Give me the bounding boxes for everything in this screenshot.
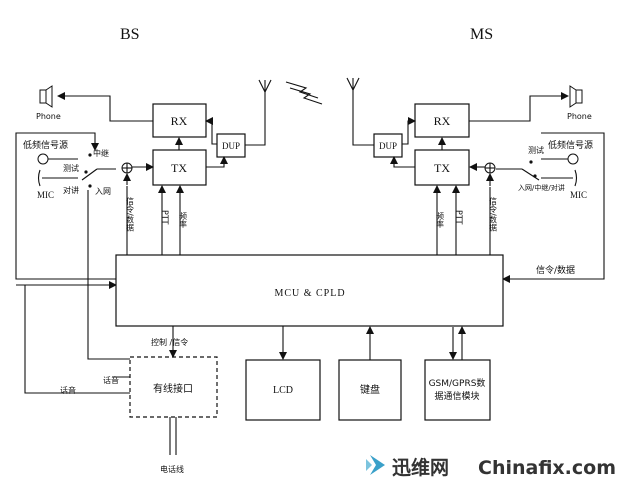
bs-mic-label: MIC	[37, 190, 54, 200]
ms-rx-label: RX	[434, 114, 451, 128]
title-bs: BS	[120, 26, 140, 43]
gsm-module-line1: GSM/GPRS数	[429, 377, 486, 389]
bs-mic-icon	[37, 169, 78, 187]
wired-voice-out-label: 话音	[60, 385, 76, 395]
ms-mic-icon	[541, 169, 578, 187]
bs-intercom-label: 对讲	[63, 185, 79, 195]
bs-network-label: 入网	[95, 187, 111, 196]
bs-cmd-data-label: 信令/数据	[126, 196, 135, 233]
lcd-label: LCD	[273, 385, 293, 396]
mcu-cpld-box	[115, 254, 504, 327]
bs-test-label: 测试	[63, 163, 79, 173]
bs-lowfreq-label: 低频信号源	[23, 139, 68, 151]
keyboard-label: 键盘	[360, 383, 380, 396]
keyboard-box	[338, 359, 402, 421]
ms-lowfreq-label: 低频信号源	[548, 139, 593, 151]
ms-freq-label: 频率	[436, 211, 445, 229]
bs-relay-label: 中继	[93, 148, 109, 158]
bs-ptt-label: PTT	[161, 210, 170, 225]
ms-ptt-label: PTT	[455, 210, 464, 225]
ms-antenna-icon	[346, 77, 360, 122]
ms-phone-icon	[569, 85, 583, 108]
ms-dup-label: DUP	[379, 141, 397, 151]
gsm-module-line2: 据通信模块	[434, 390, 479, 402]
watermark-en: Chinafix.com	[478, 457, 616, 479]
chinafix-logo-icon	[370, 455, 385, 475]
ms-summer-icon	[484, 162, 496, 174]
bs-signal-source-icon	[37, 153, 78, 165]
bs-tx-label: TX	[171, 161, 187, 175]
bs-rx-label: RX	[171, 114, 188, 128]
ms-phone-label: Phone	[567, 112, 592, 121]
ms-network-label: 入网/中继/对讲	[518, 183, 565, 192]
bs-summer-icon	[121, 162, 133, 174]
ms-signal-source-icon	[541, 153, 579, 165]
title-ms: MS	[470, 26, 493, 43]
chinafix-watermark: 迅维网 Chinafix.com	[355, 445, 640, 487]
bs-phone-icon	[39, 85, 53, 108]
bs-antenna-icon	[258, 79, 272, 122]
ms-mode-switch-icon	[496, 160, 540, 181]
wireless-link-icon	[285, 81, 323, 105]
ms-tx-label: TX	[434, 161, 450, 175]
wired-interface-label: 有线接口	[153, 382, 193, 395]
watermark-cn: 迅维网	[392, 456, 449, 479]
mcu-cpld-label: MCU & CPLD	[274, 288, 345, 299]
ms-cmd-data-label: 信令/数据	[489, 196, 498, 233]
ms-cmd-data-side-label: 信令/数据	[536, 264, 575, 276]
bs-mode-switch-icon	[81, 153, 116, 188]
bs-dup-label: DUP	[222, 141, 240, 151]
phone-line-label: 电话线	[160, 464, 184, 474]
ms-mic-label: MIC	[570, 190, 587, 200]
lcd-box	[245, 359, 321, 421]
gsm-module-box	[424, 359, 491, 421]
ms-test-label: 测试	[528, 145, 544, 155]
bs-phone-label: Phone	[36, 112, 61, 121]
wired-control-label: 控制 /信令	[151, 337, 188, 347]
wired-voice-in-label: 话音	[103, 375, 119, 385]
bs-freq-label: 频率	[179, 211, 188, 229]
